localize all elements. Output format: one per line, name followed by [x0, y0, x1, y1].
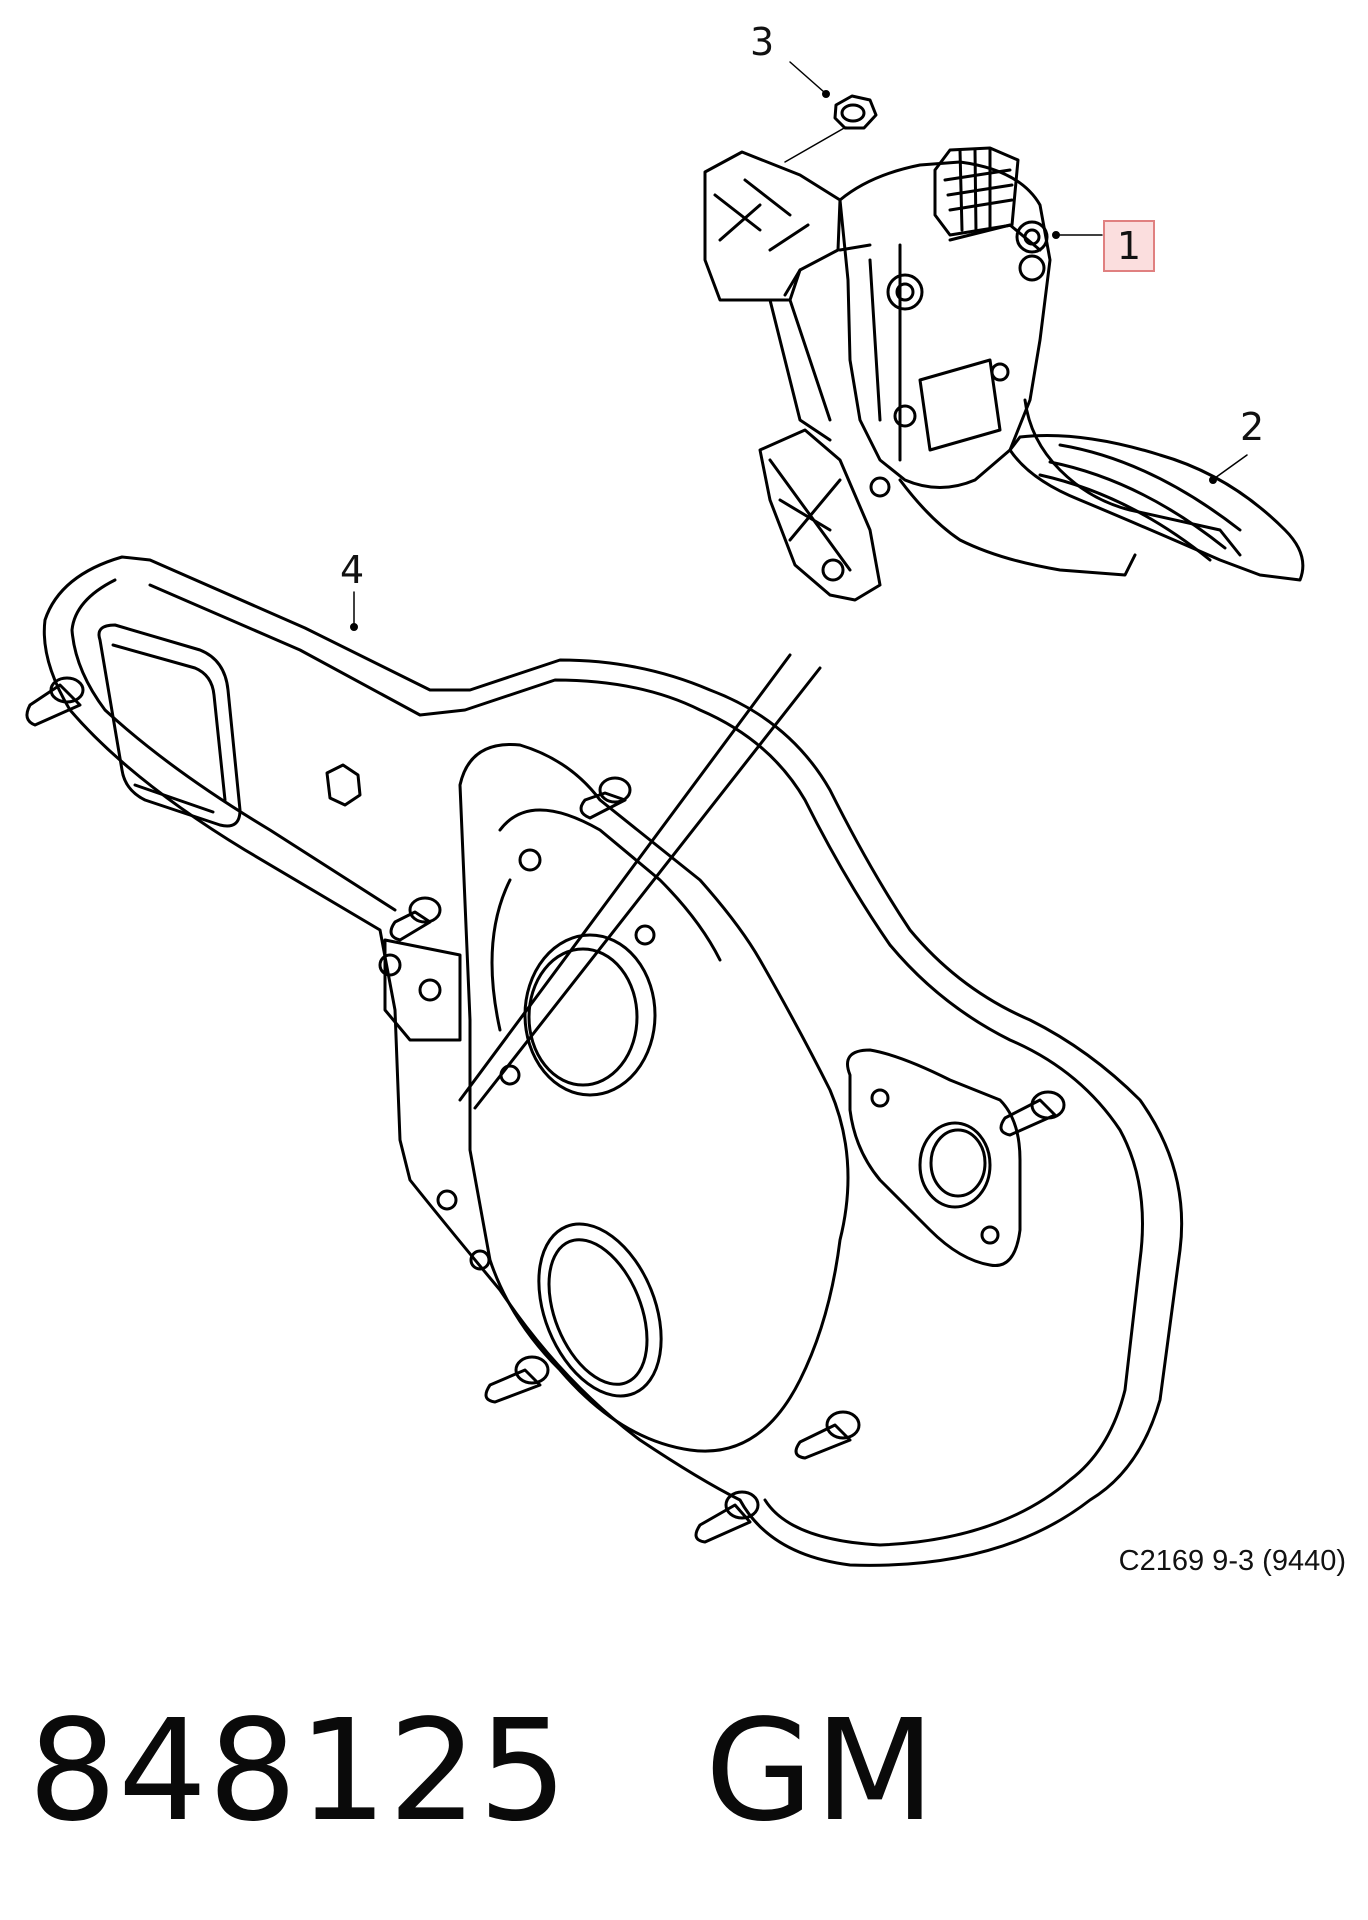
part-number-line: 848125 GM [28, 1690, 936, 1853]
stud-bolts [25, 676, 1066, 1544]
nut-part [784, 61, 878, 163]
callout-1[interactable]: 1 [1103, 220, 1155, 272]
mounting-panel [25, 555, 1184, 1567]
parts-diagram [25, 61, 1305, 1567]
accelerator-pedal-module [703, 146, 1305, 602]
brand-label: GM [704, 1690, 937, 1853]
callout-4: 4 [340, 548, 365, 592]
callout-2: 2 [1240, 405, 1265, 449]
part-number: 848125 [28, 1690, 569, 1853]
figure-code: C2169 9-3 (9440) [1118, 1545, 1346, 1577]
callout-3: 3 [750, 20, 775, 64]
